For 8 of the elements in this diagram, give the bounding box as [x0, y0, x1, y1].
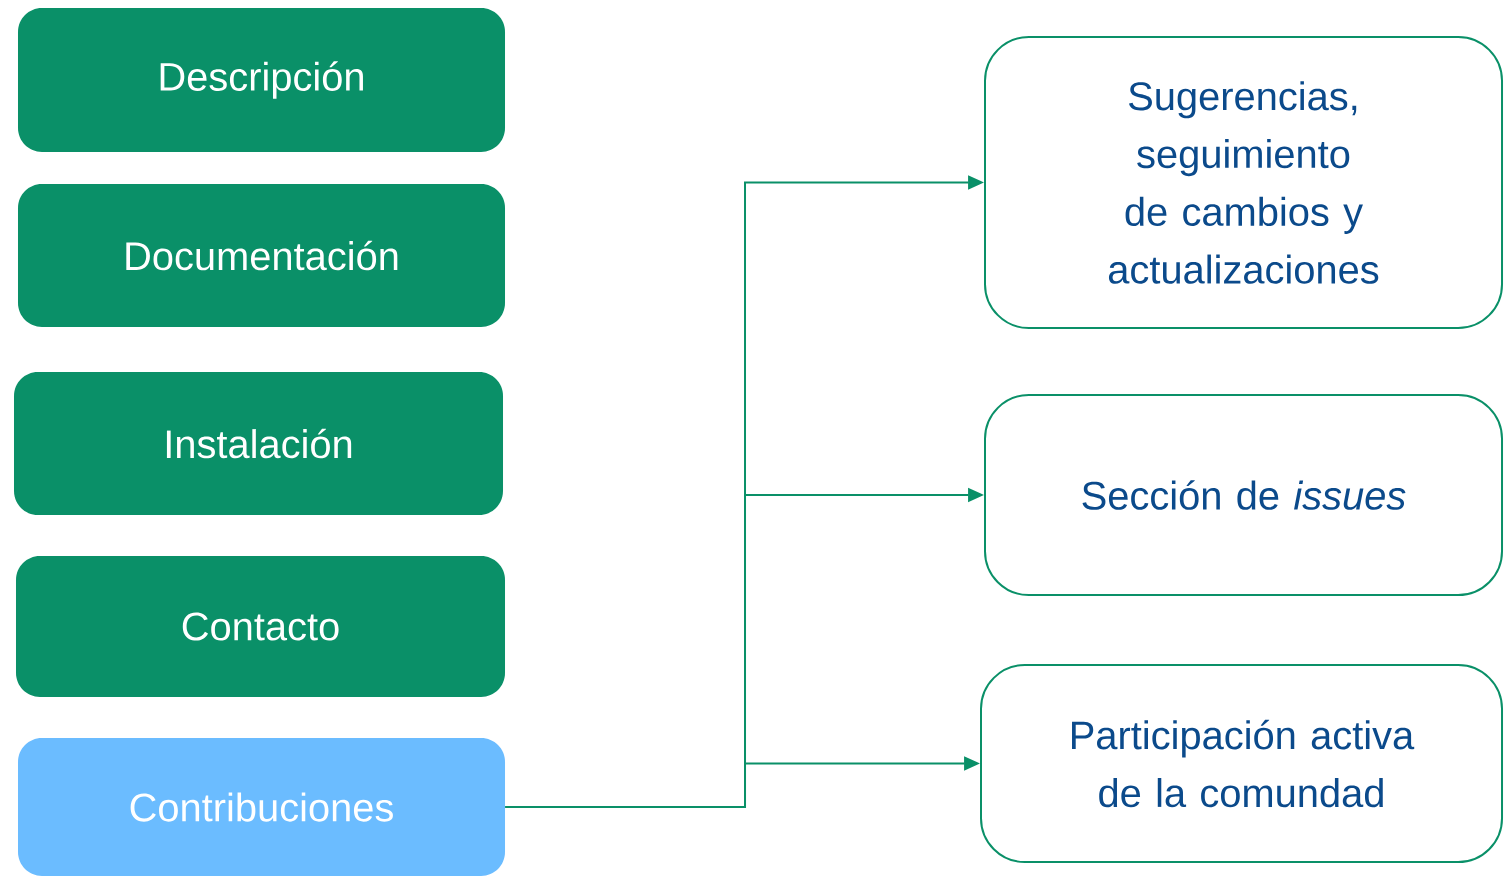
- highlighted-box: Contribuciones: [18, 738, 505, 876]
- section-box: Descripción: [18, 8, 505, 152]
- section-box: Documentación: [18, 184, 505, 327]
- section-box: Contacto: [16, 556, 505, 697]
- topic-box: Participación activa de la comundad: [980, 664, 1503, 863]
- section-box: Instalación: [14, 372, 503, 515]
- topic-box: Sugerencias, seguimiento de cambios y actualizaciones: [984, 36, 1503, 329]
- topic-box: Sección de issues: [984, 394, 1503, 596]
